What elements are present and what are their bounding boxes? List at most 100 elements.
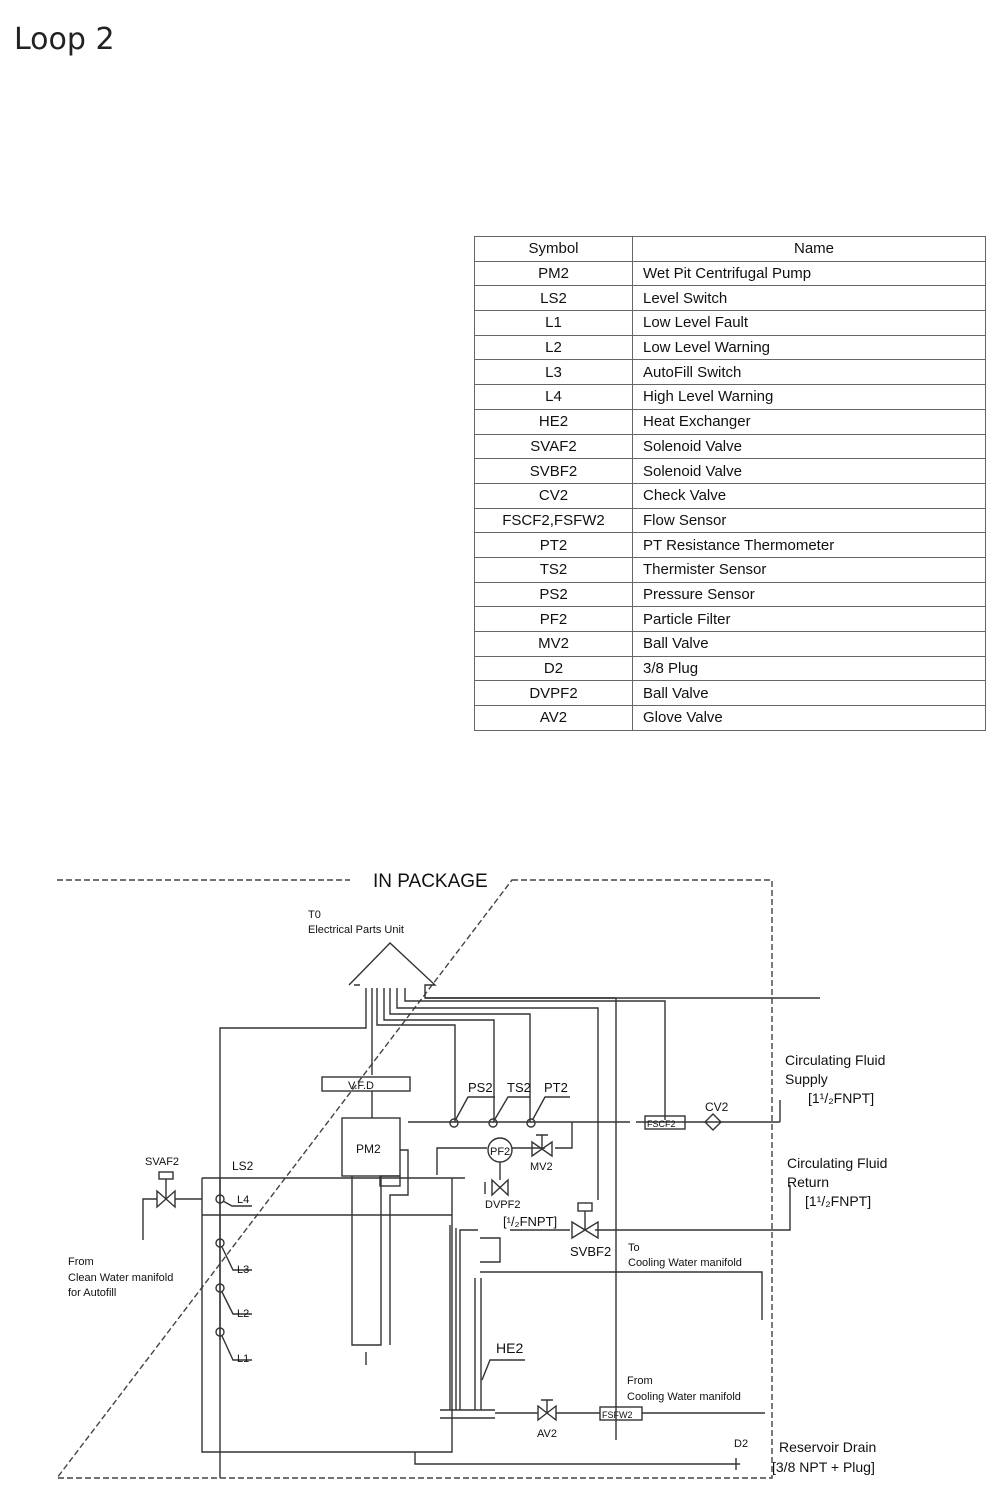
pt2-label: PT2	[544, 1080, 568, 1095]
l2-label: L2	[237, 1308, 249, 1320]
legend-symbol: D2	[474, 655, 633, 682]
cv2-label: CV2	[705, 1100, 729, 1114]
piping-diagram: IN PACKAGE T0 Electrical Parts Unit V.F.…	[55, 871, 887, 1479]
solenoid-valve-svbf2	[571, 1202, 599, 1240]
legend-name: Particle Filter	[632, 606, 986, 632]
legend-symbol: L4	[474, 384, 633, 410]
svbf2-label: SVBF2	[570, 1244, 611, 1259]
signal-wires	[219, 988, 666, 1478]
mv2-label: MV2	[530, 1161, 553, 1173]
legend-name: Ball Valve	[632, 631, 986, 657]
electrical-unit-arrow	[348, 942, 820, 999]
supply-label-line2: Supply	[785, 1071, 828, 1087]
check-valve-cv2	[704, 1113, 722, 1131]
legend-header-row: Symbol Name	[474, 236, 986, 262]
autofill-source-line3: for Autofill	[68, 1287, 116, 1299]
legend-symbol: SVBF2	[474, 458, 633, 484]
drain-plug-label: D2	[734, 1438, 748, 1450]
from-cooling-line2: Cooling Water manifold	[627, 1391, 741, 1403]
legend-name: Level Switch	[632, 285, 986, 312]
legend-symbol: SVAF2	[474, 433, 633, 460]
sensor-ps2	[449, 1096, 495, 1128]
legend-name: Check Valve	[632, 482, 986, 509]
reservoir-tank	[201, 1177, 465, 1453]
legend-symbol: FSCF2,FSFW2	[474, 507, 633, 534]
fscf2-label: FSCF2	[647, 1119, 676, 1129]
l1-label: L1	[237, 1353, 249, 1365]
l3-label: L3	[237, 1264, 249, 1276]
legend-name: High Level Warning	[632, 384, 986, 410]
sensor-ts2	[488, 1096, 530, 1128]
vfd-label: V.F.D	[348, 1080, 374, 1092]
fnpt-half-label: [¹/₂FNPT]	[503, 1214, 557, 1229]
l4-label: L4	[237, 1194, 249, 1206]
package-label: IN PACKAGE	[373, 871, 488, 892]
legend-header-name: Name	[632, 236, 986, 262]
legend-name: Flow Sensor	[632, 507, 986, 534]
legend-symbol: PT2	[474, 532, 633, 558]
supply-label-line1: Circulating Fluid	[785, 1052, 885, 1068]
svaf2-label: SVAF2	[145, 1156, 179, 1168]
legend-symbol: L2	[474, 334, 633, 361]
pf2-label: PF2	[490, 1146, 510, 1158]
vfd-box	[321, 1076, 411, 1092]
ball-valve-dvpf2	[484, 1162, 509, 1197]
legend-symbol: AV2	[474, 705, 633, 731]
solenoid-valve-svaf2	[142, 1171, 202, 1240]
heat-exchanger-he2	[440, 1225, 525, 1419]
ts2-label: TS2	[507, 1080, 531, 1095]
legend-symbol: PF2	[474, 606, 633, 632]
he2-label: HE2	[496, 1340, 523, 1356]
legend-symbol: L3	[474, 359, 633, 386]
return-label-line3: [1¹/₂FNPT]	[805, 1193, 871, 1209]
legend-name: Ball Valve	[632, 680, 986, 707]
level-switch-ls2	[215, 1178, 252, 1361]
pump-label: PM2	[356, 1142, 381, 1156]
legend-name: Glove Valve	[632, 705, 986, 731]
legend-name: Low Level Fault	[632, 310, 986, 336]
autofill-source-line1: From	[68, 1256, 94, 1268]
legend-name: Thermister Sensor	[632, 556, 986, 583]
electrical-unit-label: Electrical Parts Unit	[308, 924, 404, 936]
legend-symbol: L1	[474, 310, 633, 336]
legend-name: 3/8 Plug	[632, 655, 986, 682]
ball-valve-mv2	[531, 1134, 553, 1158]
legend-symbol: LS2	[474, 285, 633, 312]
autofill-source-line2: Clean Water manifold	[68, 1272, 173, 1284]
legend-name: Pressure Sensor	[632, 581, 986, 608]
av2-label: AV2	[537, 1428, 557, 1440]
drain-label-line1: Reservoir Drain	[779, 1439, 876, 1455]
return-label-line1: Circulating Fluid	[787, 1155, 887, 1171]
package-boundary	[55, 879, 773, 1479]
flow-sensor-fsfw2	[599, 1406, 643, 1421]
legend-name: PT Resistance Thermometer	[632, 532, 986, 558]
sensor-pt2	[526, 1096, 570, 1128]
page-title: Loop 2	[14, 22, 115, 57]
pump-pm2	[341, 1117, 401, 1177]
fsfw2-label: FSFW2	[602, 1410, 633, 1420]
electrical-unit-code: T0	[308, 909, 321, 921]
legend-name: AutoFill Switch	[632, 359, 986, 386]
ls2-label: LS2	[232, 1159, 254, 1173]
to-cooling-line1: To	[628, 1242, 640, 1254]
legend-symbol: MV2	[474, 631, 633, 657]
return-label-line2: Return	[787, 1174, 829, 1190]
